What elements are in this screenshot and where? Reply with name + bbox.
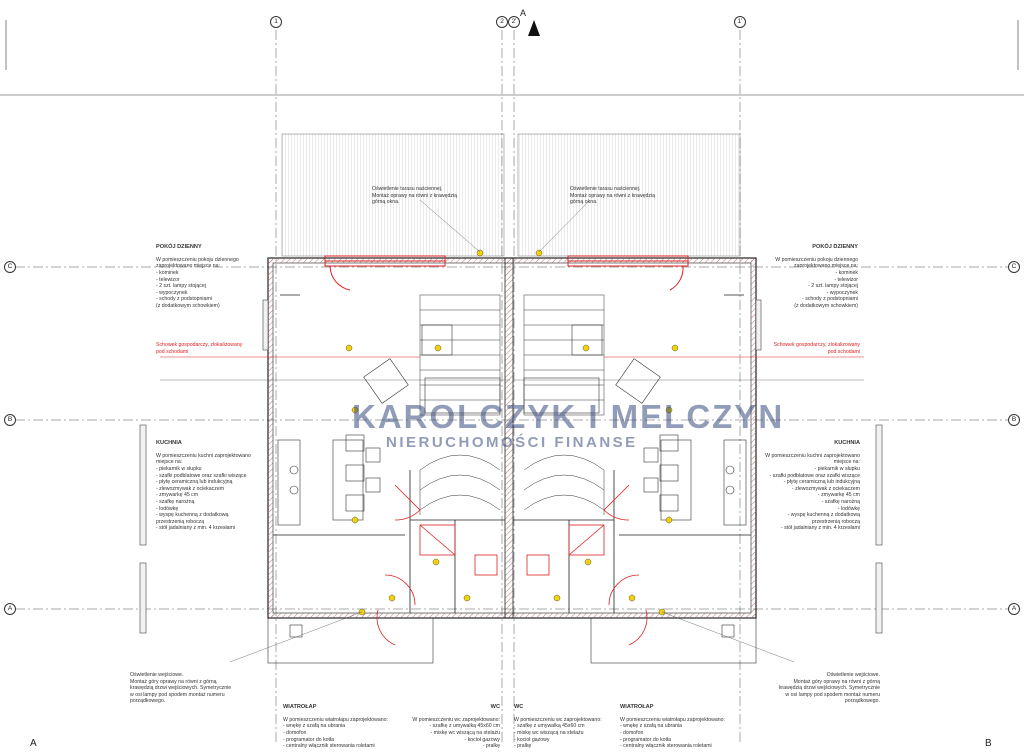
party-wall xyxy=(504,257,514,619)
watermark-title: KAROLCZYK I MELCZYN xyxy=(352,398,785,435)
terrace-windows xyxy=(324,255,689,291)
kitchen-furniture xyxy=(277,434,747,526)
axis-label-c-left: C xyxy=(4,261,16,273)
note-entrance-left: Oświetlenie wejściowe. Montaż góry opraw… xyxy=(130,672,232,705)
axis-label-2p: 2' xyxy=(508,16,520,28)
light-points xyxy=(345,249,679,616)
axis-label-b-right: B xyxy=(1008,414,1020,426)
note-living-right-body: W pomieszczeniu pokoju dziennego zaproje… xyxy=(775,256,858,309)
note-wc-left: WC W pomieszczeniu wc zaprojektowano: - … xyxy=(400,697,500,750)
note-storage-left: Schowek gospodarczy, zlokalizowany pod s… xyxy=(156,342,243,355)
axis-label-1: 1 xyxy=(270,16,282,28)
door-swings xyxy=(376,484,648,646)
axis-label-c-right: C xyxy=(1008,261,1020,273)
axis-label-a-right: A xyxy=(1008,603,1020,615)
north-arrow xyxy=(528,20,540,36)
wc-fixtures xyxy=(419,524,605,576)
note-wc-left-body: W pomieszczeniu wc zaprojektowano: - sza… xyxy=(412,716,500,750)
note-kitchen-left-title: KUCHNIA xyxy=(156,439,182,446)
note-living-left: POKÓJ DZIENNY W pomieszczeniu pokoju dzi… xyxy=(156,237,239,310)
leader-lines xyxy=(160,199,864,663)
note-vestibule-right: WIATROŁAP W pomieszczeniu wiatrołapu zap… xyxy=(620,697,725,750)
axis-label-1p: 1' xyxy=(734,16,746,28)
section-mark-a: A xyxy=(30,738,37,749)
note-vestibule-right-title: WIATROŁAP xyxy=(620,703,654,710)
terrace-deck-left xyxy=(281,133,505,257)
note-living-right-title: POKÓJ DZIENNY xyxy=(812,243,858,250)
watermark-subtitle: NIERUCHOMOŚCI FINANSE xyxy=(386,434,638,451)
north-arrow-label: A xyxy=(520,8,527,18)
note-living-left-body: W pomieszczeniu pokoju dziennego zaproje… xyxy=(156,256,239,309)
note-wc-left-title: WC xyxy=(490,703,500,710)
note-terrace-light-left: Oświetlenie tarasu naściennej. Montaż op… xyxy=(372,186,458,206)
section-mark-b: B xyxy=(985,738,992,749)
axis-label-2: 2 xyxy=(496,16,508,28)
staircase-right xyxy=(523,294,605,515)
note-entrance-right: Oświetlenie wejściowe. Montaż góry opraw… xyxy=(778,672,880,705)
note-kitchen-right-body: W pomieszczeniu kuchni zaprojektowano mi… xyxy=(765,452,860,532)
note-wc-right-title: WC xyxy=(514,703,524,710)
note-kitchen-right: KUCHNIA W pomieszczeniu kuchni zaprojekt… xyxy=(730,433,860,532)
note-wc-right: WC W pomieszczeniu wc zaprojektowano: - … xyxy=(514,697,614,750)
side-windows xyxy=(139,299,883,634)
axis-label-a-left: A xyxy=(4,603,16,615)
living-furniture xyxy=(363,324,661,414)
note-vestibule-left-body: W pomieszczeniu wiatrołapu zaprojektowan… xyxy=(283,716,388,750)
note-kitchen-left-body: W pomieszczeniu kuchni zaprojektowano mi… xyxy=(156,452,251,532)
axis-grid xyxy=(15,30,1010,745)
note-vestibule-left: WIATROŁAP W pomieszczeniu wiatrołapu zap… xyxy=(283,697,388,750)
axis-label-b-left: B xyxy=(4,414,16,426)
note-living-left-title: POKÓJ DZIENNY xyxy=(156,243,202,250)
note-vestibule-right-body: W pomieszczeniu wiatrołapu zaprojektowan… xyxy=(620,716,725,750)
porches xyxy=(267,617,757,664)
note-kitchen-left: KUCHNIA W pomieszczeniu kuchni zaprojekt… xyxy=(156,433,251,532)
sheet-frame xyxy=(0,20,1024,96)
note-wc-right-body: W pomieszczeniu wc zaprojektowano: - sza… xyxy=(514,716,602,750)
note-storage-right: Schowek gospodarczy, zlokalizowany pod s… xyxy=(773,342,860,355)
note-living-right: POKÓJ DZIENNY W pomieszczeniu pokoju dzi… xyxy=(740,237,858,310)
note-terrace-light-right: Oświetlenie tarasu naściennej. Montaż op… xyxy=(570,186,656,206)
note-vestibule-left-title: WIATROŁAP xyxy=(283,703,317,710)
staircase-left xyxy=(419,294,501,515)
note-kitchen-right-title: KUCHNIA xyxy=(834,439,860,446)
